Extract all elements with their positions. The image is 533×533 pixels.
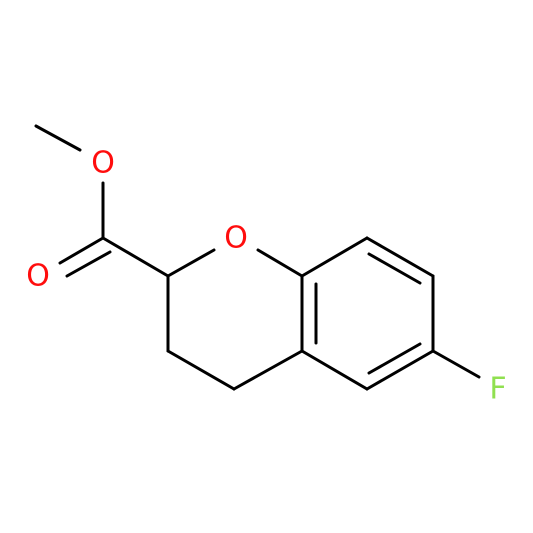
bond-c6-c5-inner [367, 342, 422, 375]
bond-c5-c4a [300, 349, 369, 391]
bond-c4-c4a [232, 349, 304, 391]
bond-c8a-c8 [300, 236, 369, 278]
atom-o-ester-single: O [91, 146, 115, 181]
bond-c8-c7 [365, 236, 435, 278]
bond-c2-ring-o [166, 248, 216, 278]
bond-carbonyl-double-1 [58, 236, 105, 265]
bond-c6-f [431, 349, 481, 379]
bond-ring-o-c8a [256, 248, 304, 278]
bond-c8-c7-inner [367, 252, 422, 285]
bond-carbonyl-double-2 [65, 250, 112, 278]
bond-c3-c4 [166, 349, 236, 391]
atom-o-ring: O [224, 221, 248, 256]
bond-methyl-o [34, 124, 82, 152]
bond-c6-c5 [365, 349, 435, 391]
bond-carbonyl-c2 [101, 236, 170, 278]
atom-fluorine: F [489, 372, 506, 407]
atom-o-carbonyl: O [26, 259, 50, 294]
